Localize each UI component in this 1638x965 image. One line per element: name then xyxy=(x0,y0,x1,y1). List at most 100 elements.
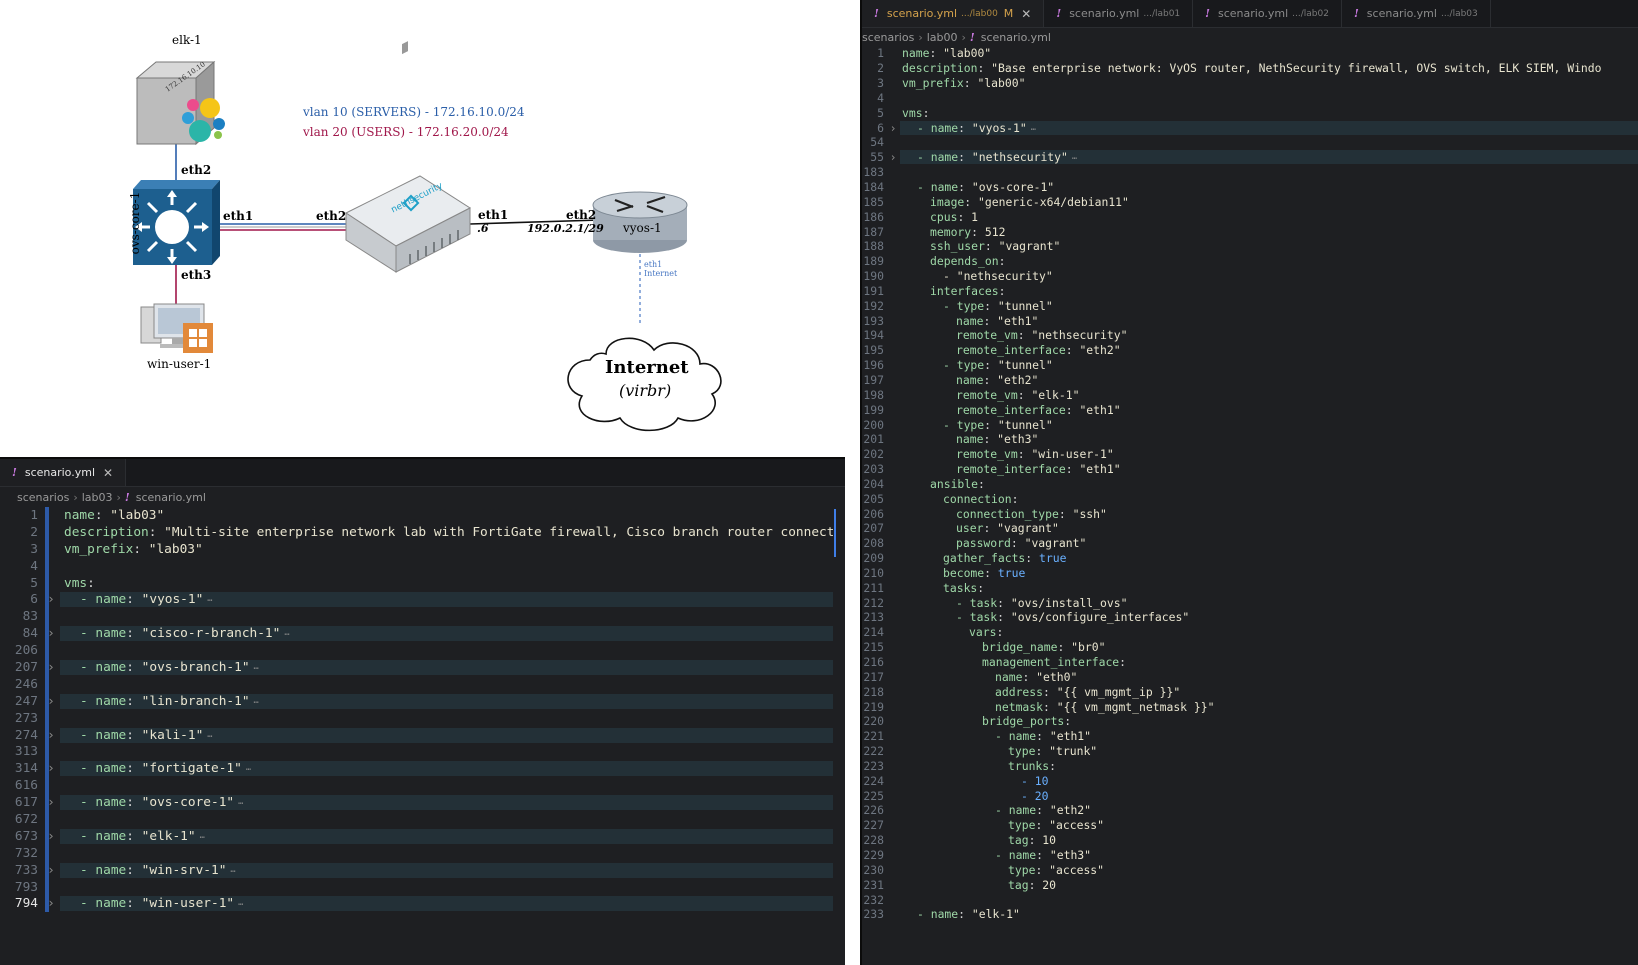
code-line[interactable]: 192- type: "tunnel" xyxy=(862,298,1638,313)
code-line[interactable]: 4 xyxy=(862,91,1638,106)
folded-ellipsis[interactable]: ⋯ xyxy=(238,900,244,911)
code-line[interactable]: 247›- name: "lin-branch-1"⋯ xyxy=(0,693,845,710)
code-line[interactable]: 246 xyxy=(0,676,845,693)
code-line[interactable]: 212- task: "ovs/install_ovs" xyxy=(862,595,1638,610)
code-line[interactable]: 213- task: "ovs/configure_interfaces" xyxy=(862,610,1638,625)
chevron-right-icon[interactable]: › xyxy=(47,727,55,743)
tab-scenario-lab03[interactable]: !scenario.yml.../lab03 xyxy=(1342,0,1491,27)
breadcrumb-item[interactable]: lab03 xyxy=(81,490,113,504)
code-line[interactable]: 224- 10 xyxy=(862,773,1638,788)
folded-ellipsis[interactable]: ⋯ xyxy=(207,596,213,607)
chevron-right-icon[interactable]: › xyxy=(47,592,55,608)
code-line[interactable]: 793 xyxy=(0,879,845,896)
code-line[interactable]: 732 xyxy=(0,845,845,862)
editor-lab03[interactable]: ! scenario.yml ✕ scenarios › lab03 › ! s… xyxy=(0,457,845,965)
code-line[interactable]: 617›- name: "ovs-core-1"⋯ xyxy=(0,794,845,811)
chevron-right-icon[interactable]: › xyxy=(889,120,897,135)
code-line[interactable]: 672 xyxy=(0,811,845,828)
code-line[interactable]: 207›- name: "ovs-branch-1"⋯ xyxy=(0,659,845,676)
chevron-right-icon[interactable]: › xyxy=(47,659,55,675)
breadcrumb-item[interactable]: scenario.yml xyxy=(980,30,1051,44)
code-line[interactable]: 200- type: "tunnel" xyxy=(862,417,1638,432)
scrollbar-marker[interactable] xyxy=(834,509,836,557)
chevron-right-icon[interactable]: › xyxy=(47,828,55,844)
code-line[interactable]: 274›- name: "kali-1"⋯ xyxy=(0,727,845,744)
code-line[interactable]: 184- name: "ovs-core-1" xyxy=(862,180,1638,195)
folded-ellipsis[interactable]: ⋯ xyxy=(230,866,236,877)
tab-scenario-lab02[interactable]: !scenario.yml.../lab02 xyxy=(1193,0,1342,27)
code-line[interactable]: 55›- name: "nethsecurity"⋯ xyxy=(862,150,1638,165)
breadcrumb-item[interactable]: scenario.yml xyxy=(135,490,206,504)
code-line[interactable]: 206 xyxy=(0,642,845,659)
breadcrumb-item[interactable]: lab00 xyxy=(926,30,958,44)
code-line[interactable]: 794›- name: "win-user-1"⋯ xyxy=(0,895,845,912)
code-line[interactable]: 229- name: "eth3" xyxy=(862,848,1638,863)
folded-ellipsis[interactable]: ⋯ xyxy=(245,765,252,776)
code-line[interactable]: 196- type: "tunnel" xyxy=(862,358,1638,373)
chevron-right-icon[interactable]: › xyxy=(47,795,55,811)
folded-ellipsis[interactable]: ⋯ xyxy=(238,799,244,810)
folded-ellipsis[interactable]: ⋯ xyxy=(1030,124,1037,135)
chevron-right-icon[interactable]: › xyxy=(889,150,897,165)
close-icon[interactable]: ✕ xyxy=(103,465,114,480)
code-line[interactable]: 314›- name: "fortigate-1"⋯ xyxy=(0,760,845,777)
code-line[interactable]: 225- 20 xyxy=(862,788,1638,803)
code-line[interactable]: 733›- name: "win-srv-1"⋯ xyxy=(0,862,845,879)
chevron-right-icon[interactable]: › xyxy=(47,862,55,878)
folded-ellipsis[interactable]: ⋯ xyxy=(253,663,259,674)
breadcrumb-item[interactable]: scenarios xyxy=(17,490,70,504)
chevron-right-icon[interactable]: › xyxy=(47,896,55,912)
tab-scenario-lab01[interactable]: !scenario.yml.../lab01 xyxy=(1044,0,1194,27)
code-line[interactable]: 6›- name: "vyos-1"⋯ xyxy=(0,591,845,608)
code-line[interactable]: 83 xyxy=(0,608,845,625)
folded-ellipsis[interactable]: ⋯ xyxy=(253,697,259,708)
code-line[interactable]: 226- name: "eth2" xyxy=(862,803,1638,818)
code-line[interactable]: 313 xyxy=(0,743,845,760)
folded-ellipsis[interactable]: ⋯ xyxy=(284,630,290,641)
folded-ellipsis[interactable]: ⋯ xyxy=(199,832,206,843)
chevron-right-icon[interactable]: › xyxy=(47,761,55,777)
chevron-right-icon[interactable]: › xyxy=(47,693,55,709)
code-line[interactable]: 54 xyxy=(862,135,1638,150)
code-line[interactable]: 84›- name: "cisco-r-branch-1"⋯ xyxy=(0,625,845,642)
folded-ellipsis[interactable]: ⋯ xyxy=(1071,154,1078,165)
